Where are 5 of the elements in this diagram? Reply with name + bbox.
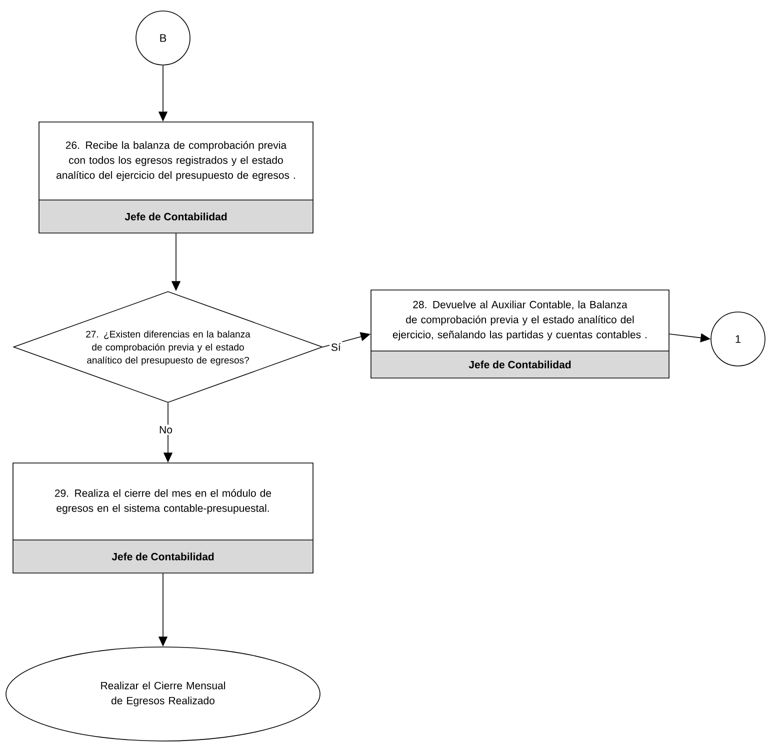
process-box: 29. Realiza el cierre del mes en el módulo de egresos en el sistema contable-presupuestal. Jefe de Contabilidad	[12, 462, 314, 574]
edge-label: No	[158, 424, 174, 435]
process-box: 28. Devuelve al Auxiliar Contable, la Balanza de comprobación previa y el estado analítico del ejercicio, señalando las partidas y cuentas contables . Jefe de Contabilidad	[370, 290, 670, 378]
process-box: 26. Recibe la balanza de comprobación previa con todos los egresos registrados y el estado analítico del ejercicio del presupuesto de egresos . Jefe de Contabilidad	[38, 122, 314, 234]
edge-label: Sí	[329, 342, 342, 352]
